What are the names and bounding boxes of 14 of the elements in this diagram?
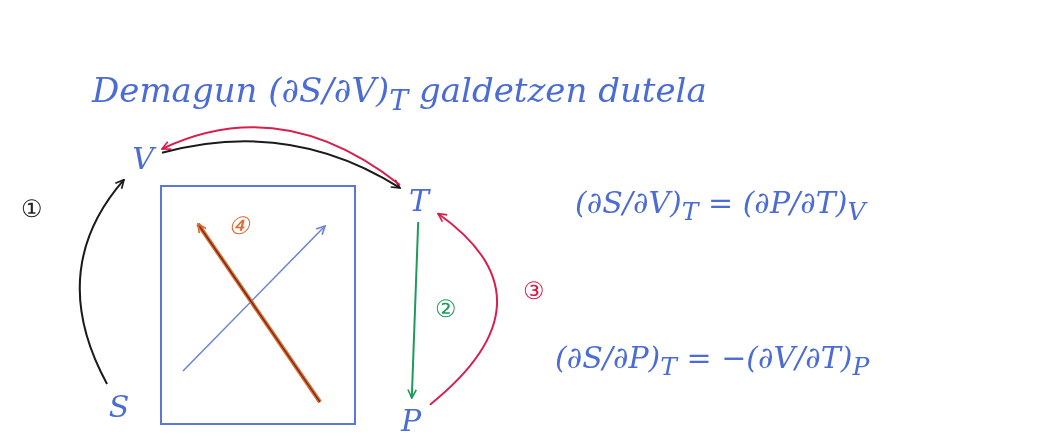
- equation: (∂S/∂P)$_{T}$ = −(∂V/∂T)$_{P}$: [555, 340, 870, 381]
- equation: (∂S/∂V)$_{T}$ = (∂P/∂T)$_{V}$: [575, 185, 866, 226]
- handwritten-heading: Demagun (∂S/∂V)$_{T}$ galdetzen dutela: [92, 70, 707, 117]
- variable-label: S: [104, 388, 134, 424]
- step-number: ④: [228, 212, 250, 240]
- curved-arrow: [161, 140, 401, 189]
- curved-arrow: [429, 212, 498, 406]
- curved-arrow: [407, 221, 420, 399]
- variable-label: T: [404, 182, 434, 218]
- square-frame: [160, 185, 356, 425]
- curved-arrow: [161, 126, 401, 186]
- variable-label: V: [128, 140, 158, 176]
- curved-arrow: [78, 178, 125, 385]
- variable-label: P: [396, 402, 426, 438]
